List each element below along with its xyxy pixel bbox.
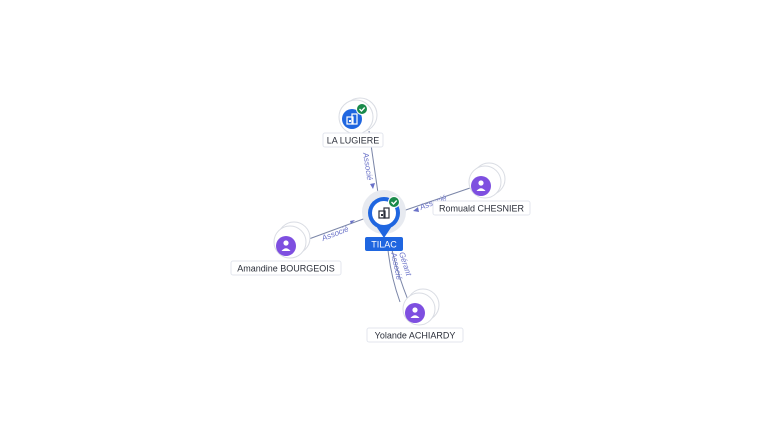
center-node-label: TILAC bbox=[371, 240, 397, 250]
node-label: LA LUGIERE bbox=[327, 136, 380, 146]
person-node-circle bbox=[276, 236, 296, 256]
edge-label: Associé bbox=[320, 224, 351, 243]
person-node-circle bbox=[471, 176, 491, 196]
building-icon bbox=[378, 207, 390, 219]
node-yolande-achiardy[interactable]: Yolande ACHIARDY bbox=[366, 288, 464, 343]
node-center-tilac[interactable]: TILAC bbox=[362, 190, 406, 251]
center-pin-tip bbox=[376, 226, 392, 238]
node-romuald-chesnier[interactable]: Romuald CHESNIER bbox=[432, 162, 531, 216]
verified-check-icon bbox=[388, 196, 400, 208]
node-la-lugiere[interactable]: LA LUGIERE bbox=[322, 97, 384, 148]
node-amandine-bourgeois[interactable]: Amandine BOURGEOIS bbox=[230, 221, 342, 276]
person-icon bbox=[476, 180, 486, 191]
verified-check-icon bbox=[356, 103, 368, 115]
building-icon bbox=[346, 113, 358, 125]
node-label: Amandine BOURGEOIS bbox=[237, 264, 335, 274]
person-icon bbox=[410, 307, 420, 318]
node-label: Yolande ACHIARDY bbox=[375, 331, 456, 341]
person-icon bbox=[281, 240, 291, 251]
person-node-circle bbox=[405, 303, 425, 323]
node-label: Romuald CHESNIER bbox=[439, 204, 525, 214]
